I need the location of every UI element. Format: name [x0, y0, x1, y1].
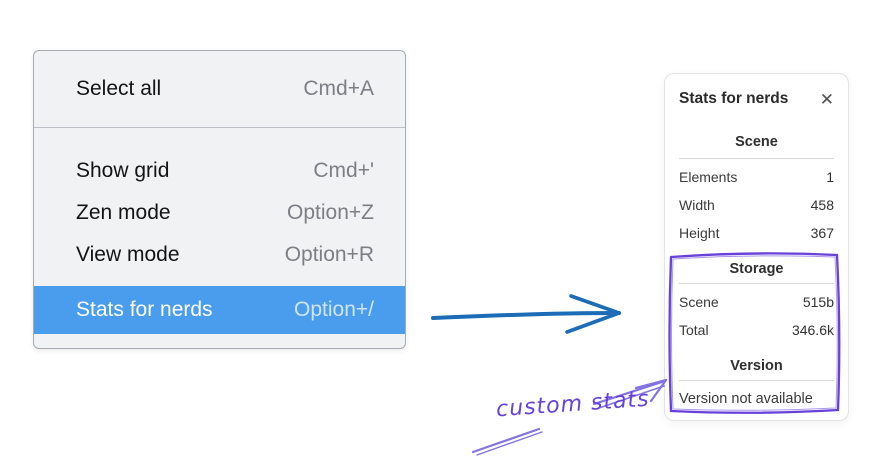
stat-row-height: Height 367 [679, 219, 834, 247]
context-menu: Select all Cmd+A Show grid Cmd+' Zen mod… [33, 50, 406, 349]
stat-value: 515b [802, 294, 834, 310]
stat-row-elements: Elements 1 [679, 163, 834, 191]
version-note: Version not available [679, 391, 813, 407]
section-heading-scene: Scene [735, 134, 778, 150]
stats-panel-title: Stats for nerds [679, 90, 789, 107]
stat-label: Elements [679, 169, 738, 185]
section-heading-version: Version [730, 358, 783, 374]
stat-row-scene-storage: Scene 515b [679, 288, 834, 316]
menu-item-show-grid[interactable]: Show grid Cmd+' [34, 150, 405, 192]
menu-item-zen-mode[interactable]: Zen mode Option+Z [34, 192, 405, 234]
menu-item-shortcut: Cmd+A [303, 77, 374, 100]
stats-panel-header: Stats for nerds ✕ [679, 88, 834, 110]
blue-arrow [431, 294, 621, 334]
menu-item-shortcut: Option+Z [287, 201, 374, 224]
stat-value: 458 [810, 197, 834, 213]
section-heading-storage: Storage [729, 261, 784, 277]
stat-row-total-storage: Total 346.6k [679, 316, 834, 344]
menu-separator [34, 127, 405, 128]
section-divider [679, 283, 834, 284]
stat-value: 367 [810, 225, 834, 241]
menu-item-label: Zen mode [76, 201, 171, 224]
stat-value: 346.6k [791, 322, 834, 338]
section-divider [679, 158, 834, 159]
menu-item-shortcut: Option+/ [294, 298, 374, 321]
menu-item-label: Stats for nerds [76, 298, 213, 321]
menu-item-shortcut: Option+R [284, 243, 374, 266]
stat-row-width: Width 458 [679, 191, 834, 219]
section-divider [679, 380, 834, 381]
custom-stats-annotation: custom stats [495, 386, 651, 423]
menu-item-select-all[interactable]: Select all Cmd+A [34, 51, 405, 127]
menu-item-label: View mode [76, 243, 180, 266]
underline-stroke [471, 427, 543, 456]
stat-label: Total [679, 322, 709, 338]
stat-label: Width [679, 197, 715, 213]
menu-item-shortcut: Cmd+' [313, 159, 374, 182]
close-icon[interactable]: ✕ [819, 89, 834, 109]
stat-value: 1 [826, 169, 834, 185]
menu-item-view-mode[interactable]: View mode Option+R [34, 234, 405, 276]
stat-label: Height [679, 225, 720, 241]
menu-item-label: Select all [76, 77, 162, 100]
stats-panel: Stats for nerds ✕ Scene Elements 1 Width… [664, 73, 849, 421]
menu-item-label: Show grid [76, 159, 170, 182]
stat-label: Scene [679, 294, 719, 310]
menu-item-stats-for-nerds[interactable]: Stats for nerds Option+/ [34, 286, 405, 334]
